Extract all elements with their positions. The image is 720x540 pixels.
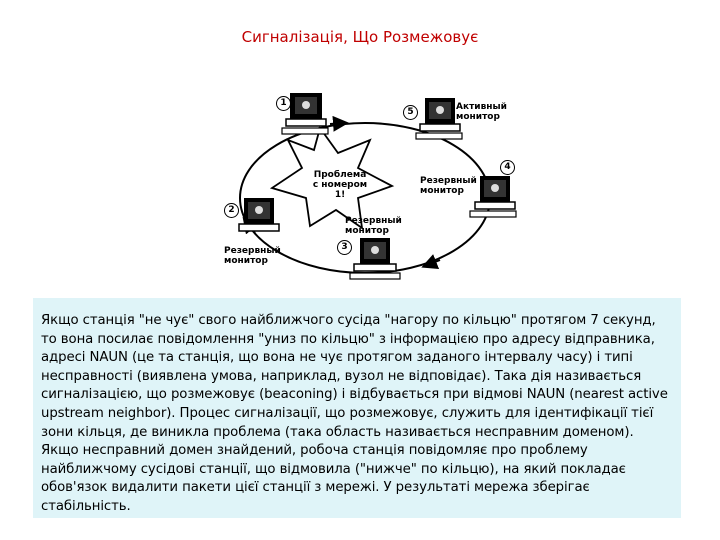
description-text: Якщо станція "не чує" свого найближчого … xyxy=(41,313,668,514)
station-number-2: 2 xyxy=(224,203,239,218)
station-2-computer xyxy=(238,198,280,232)
station-number-4: 4 xyxy=(500,160,515,175)
station-number-1: 1 xyxy=(276,96,291,111)
station-1-computer xyxy=(281,93,329,135)
station-2-label: Резервный монитор xyxy=(224,246,281,266)
station-5-label: Активный монитор xyxy=(456,102,507,122)
station-3-computer xyxy=(349,238,401,280)
description-text-box: Якщо станція "не чує" свого найближчого … xyxy=(33,298,681,518)
ring-arrow xyxy=(421,254,441,269)
station-4-label: Резервный монитор xyxy=(420,176,477,196)
ring-arrow xyxy=(329,115,349,132)
token-ring-diagram: Проблема с номером 1! 1 5 4 2 3 Активный… xyxy=(210,88,530,298)
slide-title: Сигналізація, Що Розмежовує xyxy=(241,28,479,46)
station-4-computer xyxy=(469,176,517,218)
problem-label: Проблема с номером 1! xyxy=(312,170,368,200)
station-5-computer xyxy=(415,98,463,140)
ring-diagram-graphic xyxy=(238,93,517,280)
station-number-3: 3 xyxy=(337,240,352,255)
station-number-5: 5 xyxy=(403,105,418,120)
station-3-label: Резервный монитор xyxy=(345,216,402,236)
problem-star xyxy=(269,125,395,230)
